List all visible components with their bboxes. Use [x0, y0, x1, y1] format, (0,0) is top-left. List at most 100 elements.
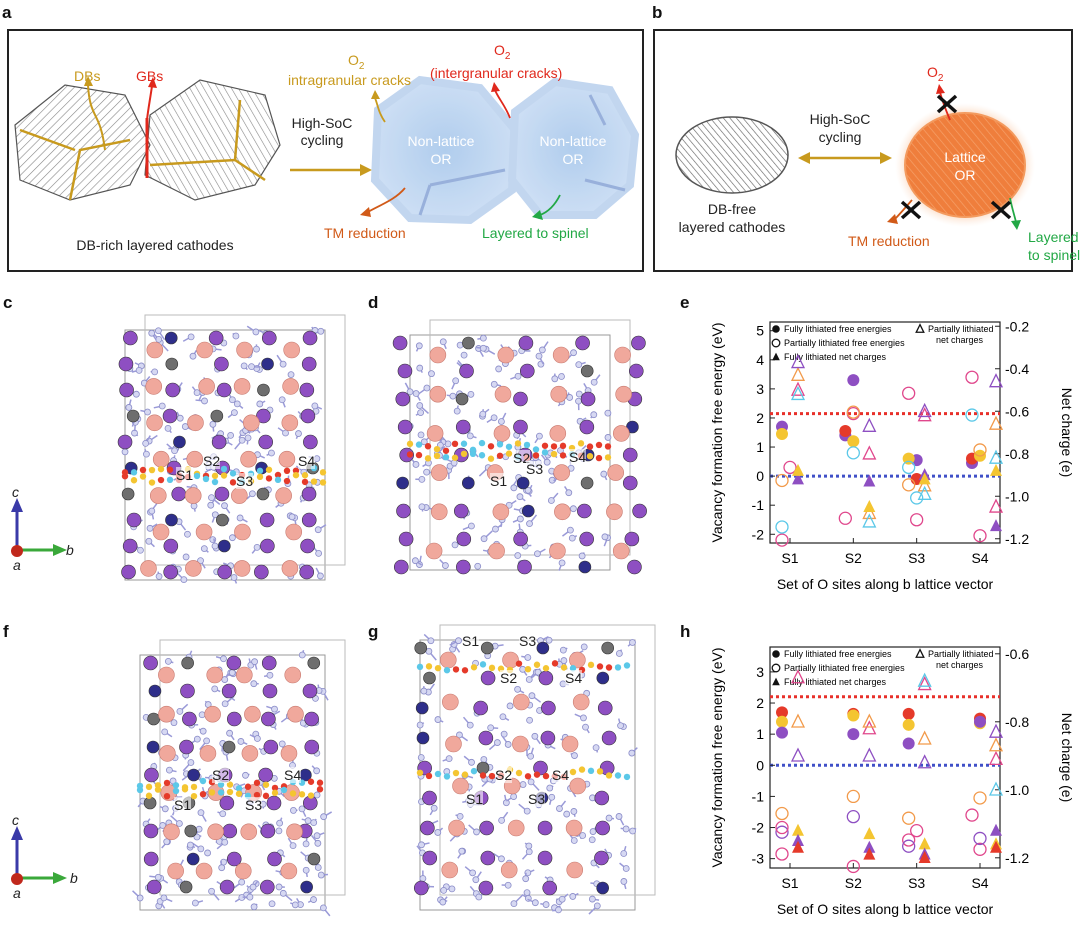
li-atom: [195, 862, 213, 880]
panel-label-e: e: [680, 293, 690, 312]
oxygen-atom: [268, 449, 275, 457]
x-tick-label: S3: [908, 875, 925, 891]
legend-marker: [915, 648, 925, 658]
axis-c-label-f: c: [12, 812, 19, 828]
oxygen-atom: [570, 808, 578, 815]
li-atom: [275, 487, 292, 504]
o-site-atom: [139, 466, 147, 474]
oxygen-atom: [161, 805, 169, 813]
tm-atom: [144, 767, 159, 783]
site-label-f-s1: S1: [174, 797, 192, 813]
oxygen-atom: [313, 791, 321, 799]
o-site-atom: [587, 661, 595, 669]
data-point-open-circle: [902, 839, 916, 853]
tm-atom: [254, 564, 269, 580]
o2-left-label: O2: [348, 52, 364, 72]
o-site-atom: [623, 662, 631, 669]
tm-atom: [219, 879, 235, 895]
db-free-caption-line2: layered cathodes: [678, 219, 786, 235]
data-point-filled-triangle: [990, 823, 1002, 836]
oxygen-atom: [514, 552, 522, 559]
li-atom: [281, 560, 299, 577]
li-atom: [240, 450, 257, 468]
o-site-atom: [479, 772, 487, 779]
tm-atom: [479, 820, 494, 836]
panel-label-g: g: [368, 622, 379, 641]
tm-atom: [301, 356, 317, 372]
tm-atom: [214, 356, 229, 372]
dbs-label: DBs: [74, 68, 101, 84]
data-point-filled-triangle: [863, 499, 876, 513]
o-site-atom: [298, 791, 306, 798]
tm-atom: [208, 330, 224, 346]
o-site-atom: [533, 661, 541, 668]
tm-atom: [594, 790, 610, 806]
oxygen-atom: [440, 886, 448, 894]
o-site-atom: [145, 792, 153, 799]
y-tick-label: -2: [752, 526, 765, 542]
panel-label-h: h: [680, 622, 691, 641]
x-tick-label: S1: [781, 550, 798, 566]
li-atom: [204, 705, 221, 723]
x-axis-label: Set of O sites along b lattice vector: [777, 901, 994, 917]
li-atom: [207, 823, 224, 841]
data-point-open-triangle: [917, 477, 932, 492]
tm-atom: [478, 880, 494, 896]
oxygen-atom: [473, 828, 480, 836]
oxygen-atom: [545, 636, 553, 644]
o-site-atom: [253, 779, 261, 787]
tm-atom: [541, 700, 556, 716]
o-site-atom: [461, 667, 469, 674]
tm-atom: [478, 730, 494, 746]
oxygen-atom: [146, 524, 154, 532]
data-point-open-triangle: [917, 407, 932, 422]
oxygen-atom: [516, 515, 524, 523]
oxygen-atom: [615, 650, 623, 657]
li-atom: [286, 823, 303, 841]
co-atom: [222, 740, 236, 754]
oxygen-atom: [246, 893, 254, 901]
oxygen-atom: [579, 832, 587, 839]
data-point-open-triangle: [790, 747, 806, 762]
data-point-open-circle: [775, 533, 789, 547]
li-atom: [281, 414, 299, 432]
o-site-atom: [172, 787, 180, 795]
y-tick-label: 2: [756, 695, 764, 711]
data-point-filled-triangle: [990, 840, 1002, 853]
oxygen-atom: [479, 344, 487, 352]
tm-atom: [182, 711, 197, 727]
plot-frame: [769, 321, 1001, 544]
x-tick-label: S3: [908, 550, 925, 566]
data-point-open-triangle: [862, 720, 877, 735]
oxygen-atom: [193, 389, 201, 397]
data-point-open-circle: [973, 842, 987, 856]
co-atom: [216, 513, 229, 527]
data-point-filled-triangle: [863, 847, 876, 860]
data-point-open-triangle: [988, 449, 1004, 464]
y2-tick-label: -0.8: [1005, 446, 1029, 462]
oxygen-atom: [620, 878, 628, 885]
tm-atom: [260, 538, 275, 554]
co-atom: [165, 357, 179, 371]
tm-atom: [594, 850, 609, 866]
oxygen-atom: [448, 885, 456, 893]
li-atom: [158, 705, 175, 723]
o-site-atom: [623, 773, 631, 781]
o-site-atom: [199, 777, 207, 785]
li-atom: [240, 823, 258, 841]
li-atom: [241, 745, 259, 762]
site-label-f-s2: S2: [212, 767, 230, 783]
o-site-atom: [415, 441, 423, 448]
lattice-or-line1: Lattice: [944, 149, 986, 165]
li-atom: [206, 666, 224, 684]
data-point-open-circle: [846, 405, 860, 419]
oxygen-atom: [605, 814, 613, 822]
oxygen-atom: [287, 371, 295, 378]
oxygen-atom: [434, 716, 442, 723]
oxygen-atom: [418, 841, 425, 849]
li-atom: [572, 693, 590, 711]
oxygen-atom: [158, 402, 166, 410]
oxygen-atom: [528, 692, 536, 700]
site-label-d-s3: S3: [526, 461, 544, 477]
oxygen-atom: [317, 871, 325, 879]
